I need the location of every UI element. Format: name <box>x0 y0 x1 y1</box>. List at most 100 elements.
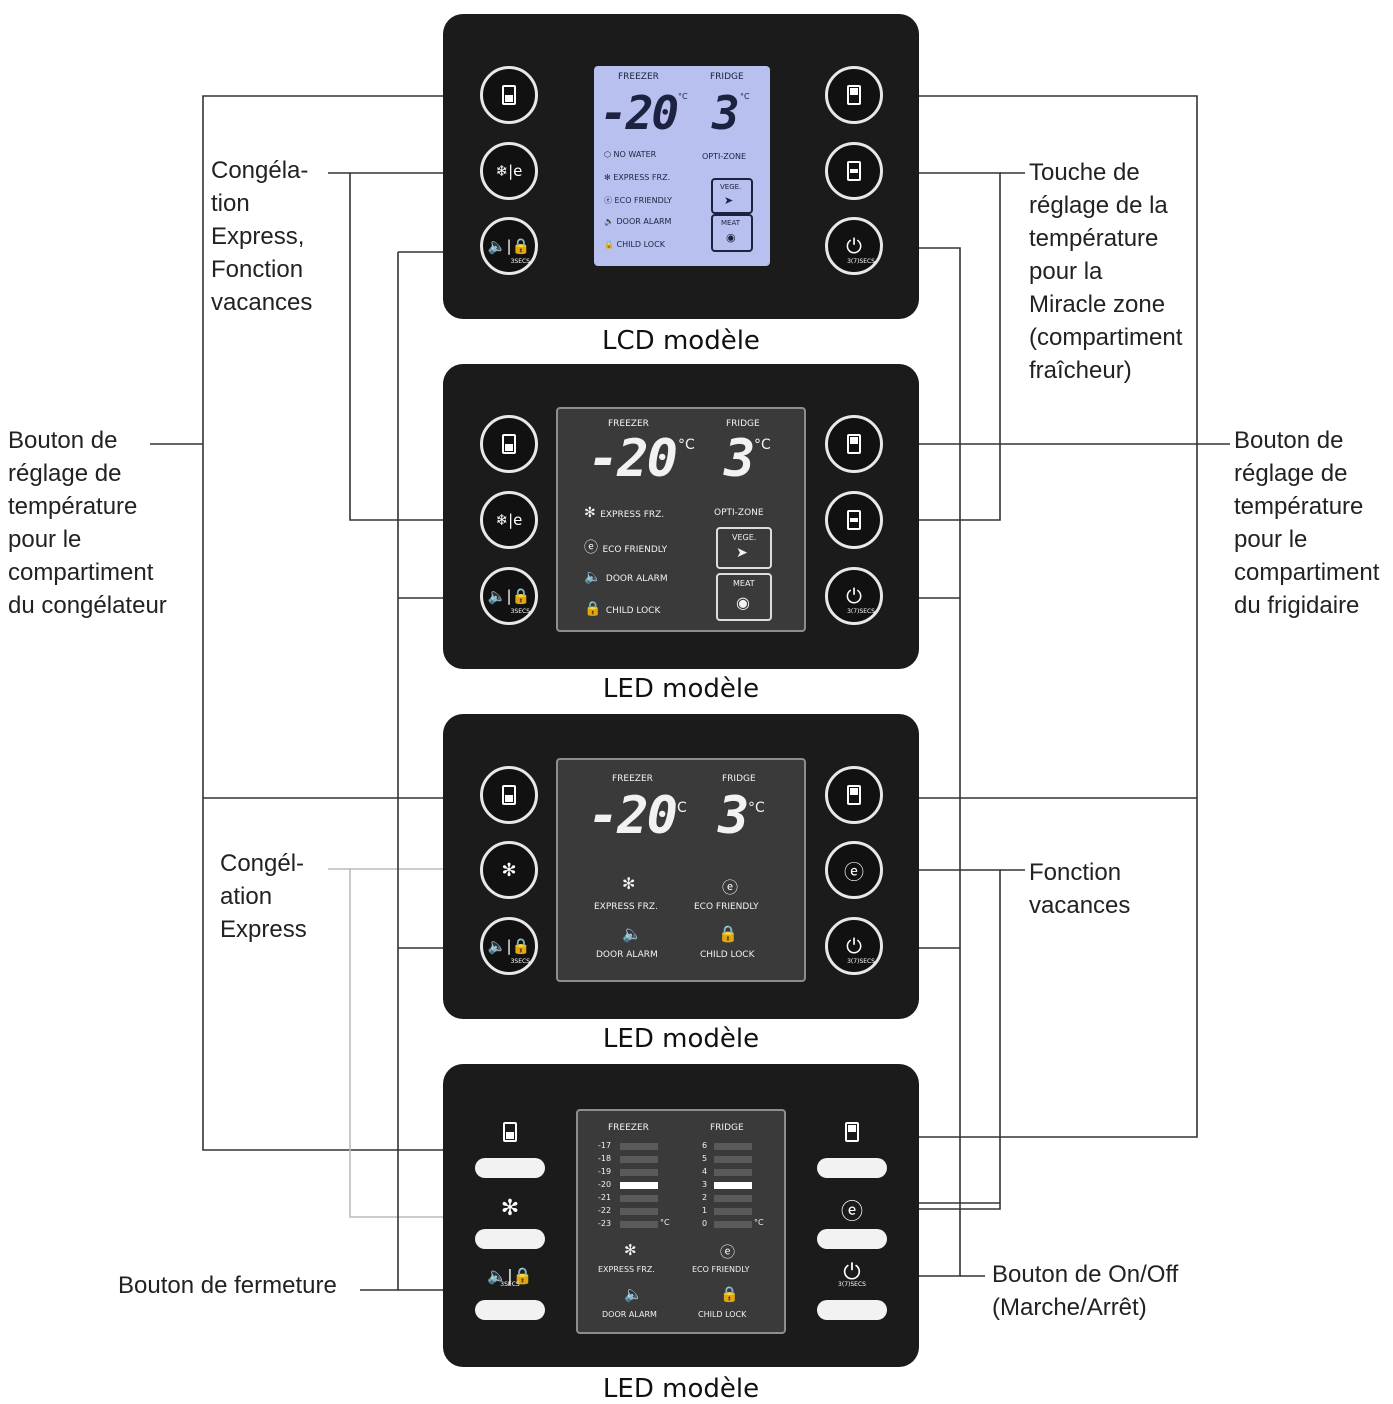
fridge-temp-readout: 3 <box>718 786 749 846</box>
fridge-temp-readout: 3 <box>712 86 740 140</box>
vacation-button[interactable]: ⓔ <box>825 841 883 899</box>
express-vacation-button[interactable]: ❄|e <box>480 491 538 549</box>
alarm-lock-button[interactable]: 🔈|🔒3SECS <box>480 567 538 625</box>
caption-led-2: LED modèle <box>602 1024 760 1054</box>
label-fridge-button: Bouton de réglage de température pour le… <box>1234 424 1379 622</box>
label-line: Miracle zone <box>1029 291 1166 318</box>
fridge-temp-button[interactable] <box>825 766 883 824</box>
freezer-temp-button[interactable] <box>480 415 538 473</box>
meat-label: MEAT <box>733 579 755 588</box>
freezer-temp-button[interactable] <box>475 1158 545 1178</box>
label-line: Fonction <box>1029 859 1122 886</box>
fridge-temp-button[interactable] <box>825 415 883 473</box>
express-frz-indicator: ✻ EXPRESS FRZ. <box>604 173 671 182</box>
opti-zone-icon <box>847 510 861 530</box>
eco-icon: ⓔ <box>844 859 864 884</box>
eco-friendly-label: ECO FRIENDLY <box>694 902 759 912</box>
scale-bar <box>714 1169 752 1176</box>
alarm-lock-button[interactable] <box>475 1300 545 1320</box>
freezer-unit: °C <box>670 800 687 816</box>
scale-tick-label: 3 <box>702 1180 708 1189</box>
label-onoff: Bouton de On/Off (Marche/Arrêt) <box>992 1258 1178 1324</box>
label-express: Congél- ation Express <box>220 847 307 946</box>
scale-tick-label: 5 <box>702 1154 708 1163</box>
label-line: compartiment <box>1234 559 1380 586</box>
label-line: du frigidaire <box>1234 592 1360 619</box>
express-frz-button[interactable] <box>475 1229 545 1249</box>
scale-tick-label: -23 <box>598 1219 612 1228</box>
caption-lcd: LCD modèle <box>602 326 760 356</box>
alarm-lock-button[interactable]: 🔈|🔒3SECS <box>480 217 538 275</box>
freezer-unit: °C <box>678 437 695 453</box>
door-alarm-label: DOOR ALARM <box>602 1310 657 1319</box>
led-screen-1: FREEZER FRIDGE -20 °C 3 °C ✻ EXPRESS FRZ… <box>556 407 806 632</box>
power-icon: ⏻ <box>846 584 862 608</box>
label-line: (compartiment <box>1029 324 1183 351</box>
label-line: température <box>1234 493 1364 520</box>
power-button[interactable]: ⏻3(7)SECS <box>825 917 883 975</box>
hold-3sec-onoff-text: 3(7)SECS <box>838 1281 866 1288</box>
carrot-icon: ➤ <box>724 194 734 207</box>
fridge-temp-button[interactable] <box>817 1158 887 1178</box>
label-line: Bouton de <box>1234 427 1344 454</box>
label-line: Touche de <box>1029 159 1140 186</box>
scale-bar <box>620 1169 658 1176</box>
freezer-compartment-icon <box>502 85 516 105</box>
scale-tick-label: -17 <box>598 1141 612 1150</box>
fridge-heading: FRIDGE <box>722 774 756 784</box>
hold-3sec-onoff-text: 3(7)SECS <box>847 608 875 615</box>
express-frz-button[interactable]: ✻ <box>480 841 538 899</box>
hold-3sec-onoff-text: 3(7)SECS <box>847 958 875 965</box>
scale-tick-label: -18 <box>598 1154 612 1163</box>
power-button[interactable]: ⏻3(7)SECS <box>825 567 883 625</box>
opti-zone-button[interactable] <box>825 491 883 549</box>
power-button[interactable] <box>817 1300 887 1320</box>
door-alarm-indicator: 🔈 DOOR ALARM <box>604 217 672 226</box>
label-line: vacances <box>211 289 313 316</box>
opti-zone-label: OPTI-ZONE <box>714 508 764 518</box>
label-vacances: Fonction vacances <box>1029 856 1130 922</box>
vacation-button[interactable] <box>817 1229 887 1249</box>
power-icon: ⏻ <box>846 234 862 258</box>
freezer-temp-button[interactable] <box>480 66 538 124</box>
power-icon: ⏻3(7)SECS <box>817 1260 887 1288</box>
fridge-unit: °C <box>754 437 771 453</box>
hold-3sec-text: 3SECS <box>510 958 530 965</box>
lock-icon: 🔒 <box>718 924 738 943</box>
express-frz-label: EXPRESS FRZ. <box>598 1265 655 1274</box>
label-line: Express <box>220 916 307 943</box>
freezer-heading: FREEZER <box>608 1123 649 1133</box>
freezer-compartment-icon <box>475 1122 545 1148</box>
express-vacation-button[interactable]: ❄|e <box>480 142 538 200</box>
label-line: Congél- <box>220 850 305 877</box>
fridge-scale-unit: °C <box>754 1218 764 1227</box>
label-line: réglage de la <box>1029 192 1168 219</box>
speaker-lock-icon: 🔈|🔒 <box>487 237 531 255</box>
opti-zone-button[interactable] <box>825 142 883 200</box>
fridge-temp-button[interactable] <box>825 66 883 124</box>
caption-led-3: LED modèle <box>602 1374 760 1404</box>
child-lock-label: CHILD LOCK <box>698 1310 747 1319</box>
fridge-heading: FRIDGE <box>710 72 744 82</box>
scale-tick-label: 2 <box>702 1193 708 1202</box>
alarm-lock-button[interactable]: 🔈|🔒 3SECS <box>480 917 538 975</box>
label-line: tion <box>211 190 250 217</box>
freezer-temp-button[interactable] <box>480 766 538 824</box>
scale-bar-selected <box>714 1182 752 1189</box>
speaker-icon: 🔈 <box>622 924 642 943</box>
fridge-compartment-icon <box>847 85 861 105</box>
scale-bar <box>620 1208 658 1215</box>
lock-icon: 🔒 <box>604 240 617 249</box>
label-line: Bouton de <box>8 427 118 454</box>
label-line: (Marche/Arrêt) <box>992 1294 1147 1321</box>
speaker-icon: 🔈 <box>584 569 606 585</box>
scale-tick-label: 1 <box>702 1206 708 1215</box>
cube-icon: ⬡ <box>604 150 614 159</box>
opti-zone-label: OPTI-ZONE <box>702 152 747 161</box>
eco-icon: ⓔ <box>604 196 615 205</box>
power-button[interactable]: ⏻3(7)SECS <box>825 217 883 275</box>
speaker-lock-icon: 🔈|🔒 <box>487 937 531 955</box>
freezer-temp-readout: -20 <box>600 86 679 140</box>
fridge-heading: FRIDGE <box>710 1123 744 1133</box>
speaker-lock-icon: 🔈|🔒 <box>487 587 531 605</box>
